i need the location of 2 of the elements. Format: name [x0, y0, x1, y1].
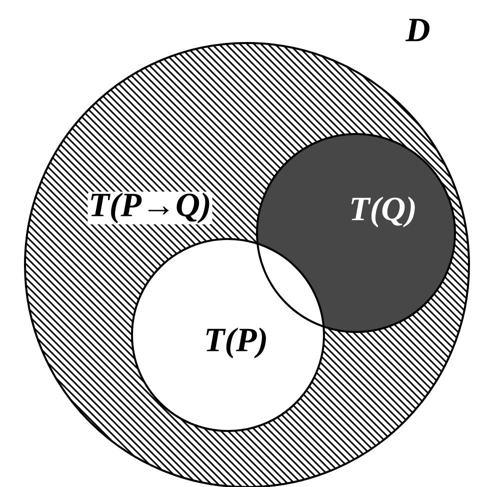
node-label: D	[405, 18, 430, 42]
region-label: T(P→Q)	[88, 192, 212, 224]
